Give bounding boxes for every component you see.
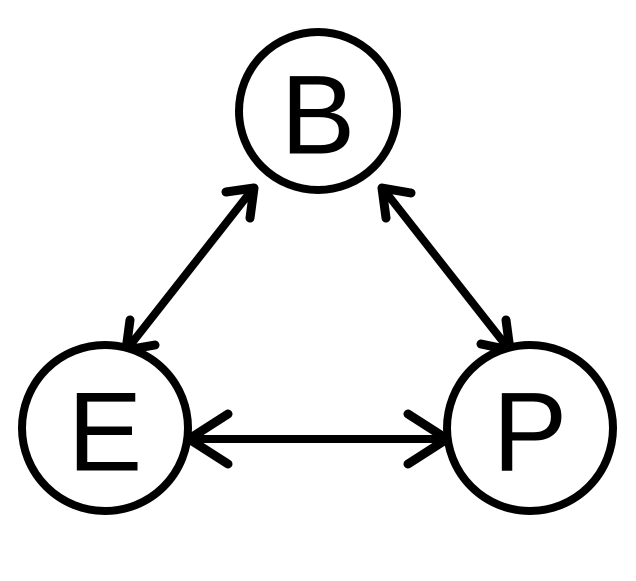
node-b[interactable]: B xyxy=(235,28,401,194)
edge-e-p[interactable] xyxy=(184,409,452,469)
edge-e-b[interactable] xyxy=(121,183,259,355)
node-b-circle[interactable] xyxy=(235,28,401,194)
node-p[interactable]: P xyxy=(443,341,617,515)
edge-e-b-arrowhead-to-b xyxy=(221,183,259,223)
node-e-circle[interactable] xyxy=(18,341,192,515)
edge-b-p[interactable] xyxy=(377,183,515,355)
edge-b-p-arrowhead-to-b xyxy=(377,183,416,223)
edge-b-p-line xyxy=(380,186,512,352)
node-b-label: B xyxy=(281,53,356,178)
node-e[interactable]: E xyxy=(18,341,192,515)
edge-e-b-line xyxy=(124,186,256,352)
node-p-label: P xyxy=(493,370,568,495)
node-p-circle[interactable] xyxy=(443,341,617,515)
nodes-layer: B E P xyxy=(18,28,617,515)
node-e-label: E xyxy=(68,370,143,495)
